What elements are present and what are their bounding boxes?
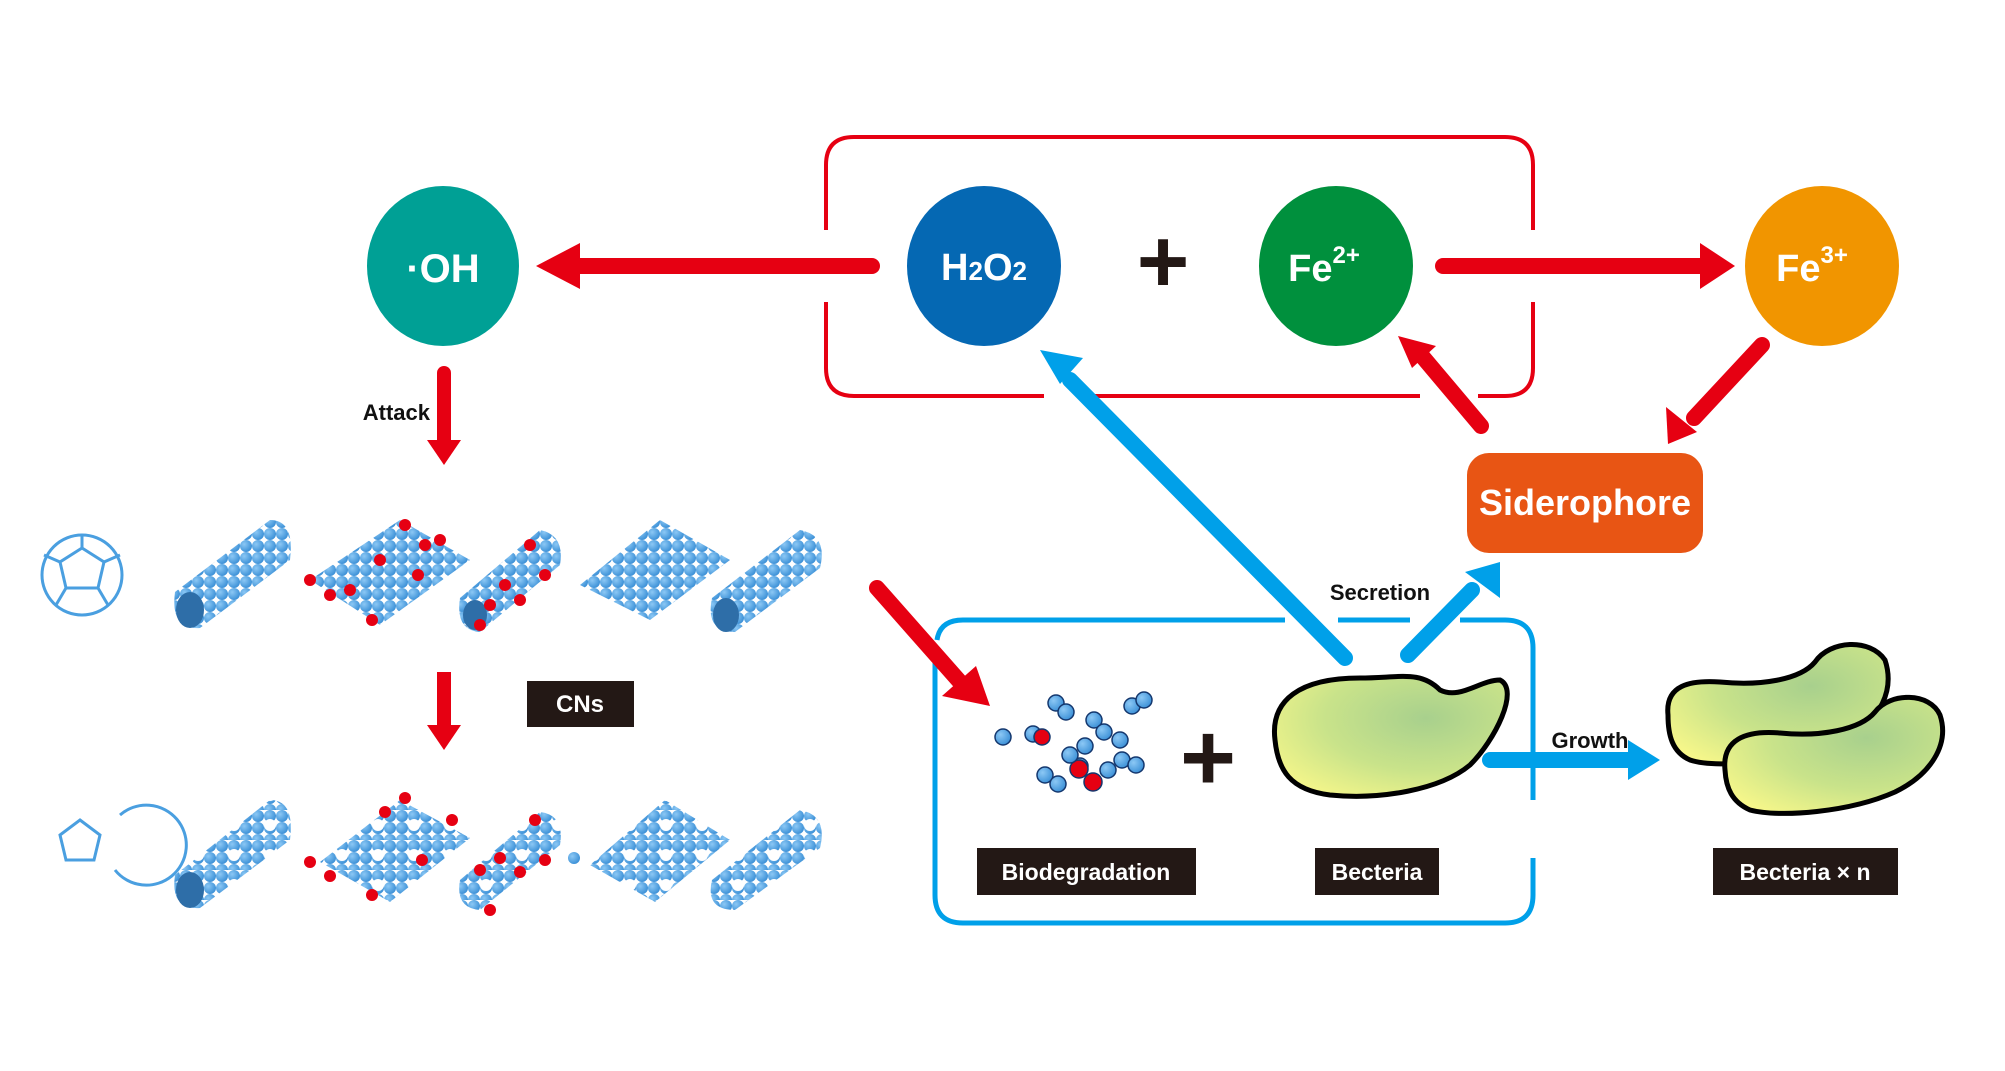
oxidized-graphene-icon xyxy=(304,519,470,626)
open-nanotube-icon xyxy=(710,530,822,632)
bacteria-label: Becteria xyxy=(1332,859,1423,885)
arrow-cns-to-biodegradation xyxy=(869,580,990,706)
fullerene-icon xyxy=(40,533,124,617)
degraded-graphene-icon xyxy=(568,800,730,902)
growth-label: Growth xyxy=(1552,728,1629,753)
nanotube-icon xyxy=(174,520,291,629)
degraded-oxidized-graphene-icon xyxy=(304,792,470,902)
broken-fullerene-icon xyxy=(58,803,188,887)
cns-label-box: CNs xyxy=(527,681,634,727)
degraded-oxidized-nanotube-icon xyxy=(459,812,561,916)
attack-label: Attack xyxy=(363,400,431,425)
arrow-fe2-to-fe3 xyxy=(1435,243,1735,289)
secretion-label: Secretion xyxy=(1330,580,1430,605)
bacterium-icon xyxy=(1271,673,1510,799)
h2o2-node: H2O2 xyxy=(907,186,1061,346)
biodegradation-label-box: Biodegradation xyxy=(977,848,1196,895)
biodegradation-box xyxy=(932,617,1536,926)
degraded-cns-row xyxy=(58,792,822,916)
arrow-bacteria-to-h2o2 xyxy=(1040,350,1353,666)
fe2-node: Fe2+ xyxy=(1259,186,1413,346)
bacteria-n-label-box: Becteria × n xyxy=(1713,848,1898,895)
degraded-fragments-icon xyxy=(994,691,1153,793)
arrow-fe3-to-siderophore xyxy=(1666,337,1770,444)
arrow-growth xyxy=(1482,740,1660,780)
bacteria-label-box: Becteria xyxy=(1315,848,1439,895)
hydroxyl-label: ·OH xyxy=(406,247,479,291)
fe2-label: Fe2+ xyxy=(1288,242,1360,290)
intact-cns-row xyxy=(40,519,822,632)
fe3-label: Fe3+ xyxy=(1776,242,1848,290)
arrow-cns-degrade xyxy=(427,672,461,750)
siderophore-node: Siderophore xyxy=(1467,453,1703,553)
h2o2-label: H2O2 xyxy=(941,247,1027,289)
fe3-node: Fe3+ xyxy=(1745,186,1899,346)
degraded-open-nanotube-icon xyxy=(710,810,822,910)
degraded-nanotube-icon xyxy=(174,800,291,909)
arrow-h2o2-to-oh xyxy=(536,243,880,289)
hydroxyl-radical-node: ·OH xyxy=(367,186,519,346)
plus-sign-bottom: + xyxy=(1180,704,1236,811)
bacteria-n-label: Becteria × n xyxy=(1739,859,1870,885)
siderophore-label: Siderophore xyxy=(1479,482,1691,523)
plus-sign: + xyxy=(1137,212,1190,312)
bacteria-pair-icon xyxy=(1665,642,1946,816)
cns-label: CNs xyxy=(556,691,604,718)
arrow-oh-attack xyxy=(427,366,461,465)
graphene-icon xyxy=(580,520,730,620)
biodegradation-label: Biodegradation xyxy=(1002,859,1171,885)
oxidized-nanotube-icon xyxy=(459,530,561,632)
reaction-box xyxy=(824,135,1535,398)
arrow-siderophore-to-fe2 xyxy=(1398,336,1489,434)
arrow-secretion xyxy=(1400,562,1500,663)
